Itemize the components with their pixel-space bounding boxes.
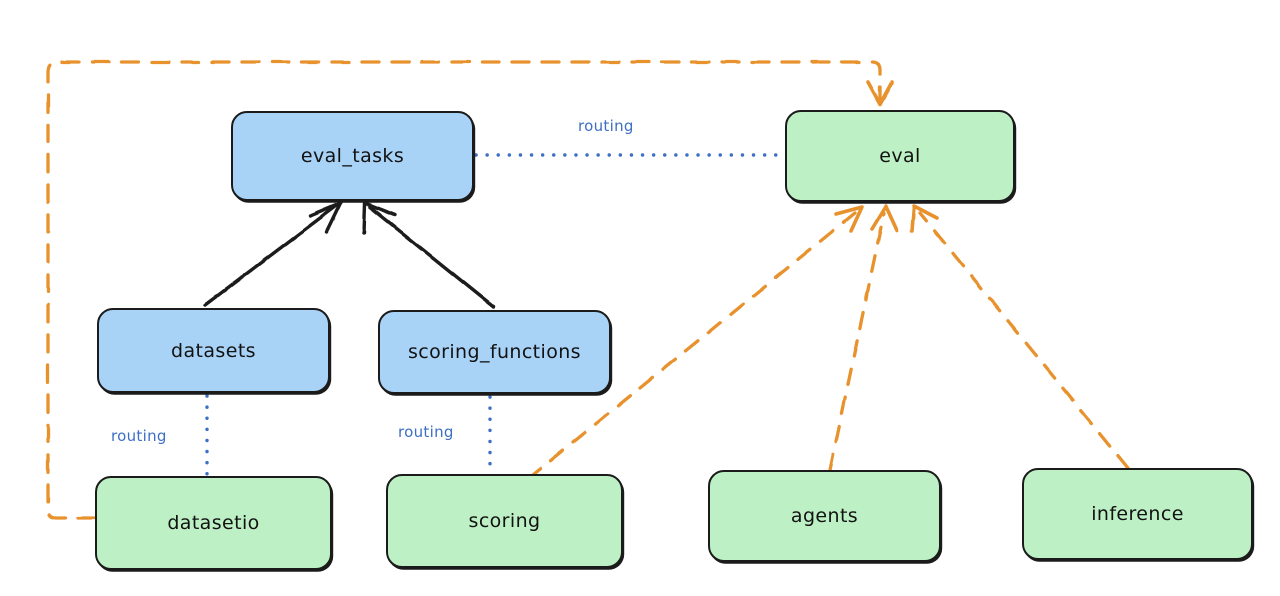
node-eval-tasks[interactable]: eval_tasks (231, 111, 474, 201)
node-scoring[interactable]: scoring (386, 474, 623, 568)
node-label-agents: agents (790, 505, 859, 527)
edge-agents-to-eval (828, 204, 899, 472)
edge-scoring_functions-to-eval_tasks (362, 201, 496, 309)
edge-inference-to-eval (910, 204, 1130, 470)
node-datasetio[interactable]: datasetio (95, 476, 332, 570)
node-datasets[interactable]: datasets (97, 308, 330, 393)
edge-datasets-to-eval_tasks (203, 201, 343, 307)
node-scoring-functions[interactable]: scoring_functions (378, 310, 611, 394)
node-agents[interactable]: agents (708, 470, 941, 562)
node-label-eval-tasks: eval_tasks (300, 145, 405, 167)
node-label-inference: inference (1091, 503, 1184, 525)
edge-label-routing-eval-tasks-eval: routing (578, 117, 634, 135)
node-label-scoring-functions: scoring_functions (408, 341, 581, 363)
edge-datasetio-to-eval (46, 60, 894, 520)
edge-scoring-to-eval (526, 205, 864, 481)
node-eval[interactable]: eval (785, 110, 1015, 202)
edge-label-routing-scoring-functions-scoring: routing (398, 423, 454, 441)
node-label-datasetio: datasetio (167, 512, 260, 534)
node-inference[interactable]: inference (1022, 468, 1253, 560)
node-label-eval: eval (879, 145, 921, 167)
node-label-scoring: scoring (468, 510, 541, 532)
edge-label-routing-datasets-datasetio: routing (111, 427, 167, 445)
node-label-datasets: datasets (171, 339, 256, 362)
